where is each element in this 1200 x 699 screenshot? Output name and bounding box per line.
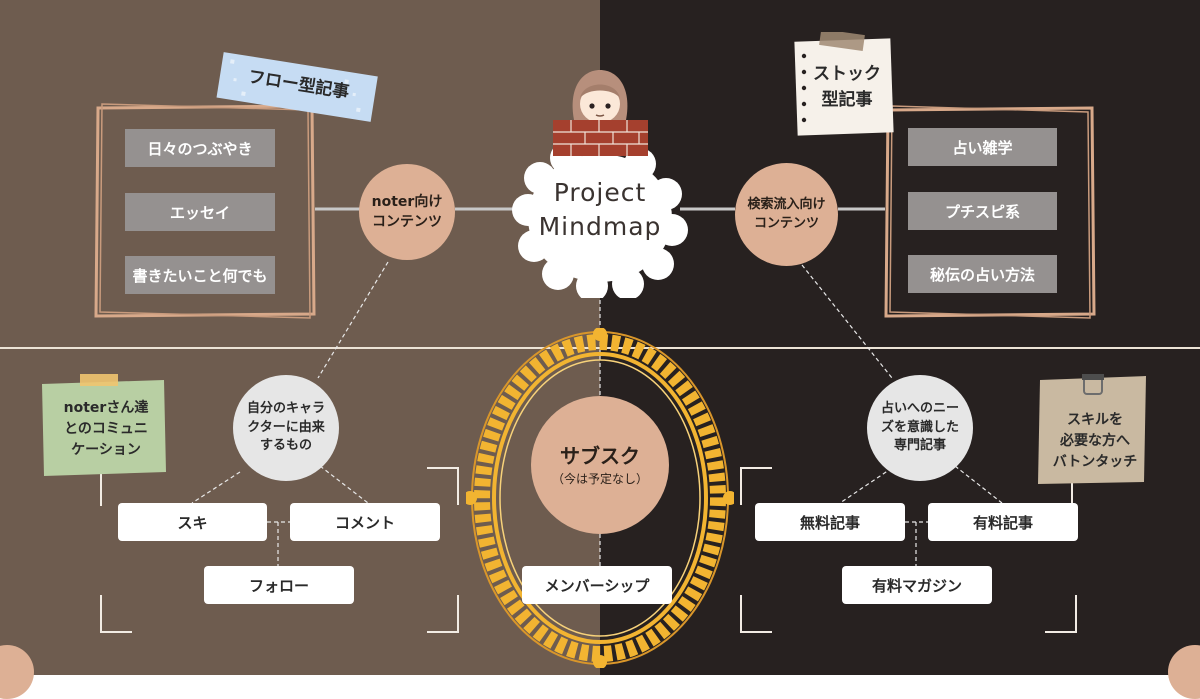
stock-item-trivia: 占い雑学 xyxy=(908,128,1057,166)
item-comment: コメント xyxy=(290,503,440,541)
right-sketch-frame xyxy=(884,105,1096,319)
stock-label-line1: ストック xyxy=(813,64,881,84)
fortune-hub-line1: 占いへのニー xyxy=(880,400,959,416)
stock-item-secret: 秘伝の占い方法 xyxy=(908,255,1057,293)
right-background xyxy=(600,0,1200,675)
fortune-hub-line3: 専門記事 xyxy=(893,438,946,454)
skill-baton-line2: 必要な方へ xyxy=(1059,432,1130,449)
skill-baton-line1: スキルを xyxy=(1066,411,1123,428)
noter-community-text: noterさん達 とのコミュニ ケーション xyxy=(44,388,168,470)
gold-mirror-frame xyxy=(466,328,734,668)
noter-community-note xyxy=(42,374,166,476)
bracket-left-br xyxy=(427,595,459,633)
flow-item-anything: 書きたいこと何でも xyxy=(125,256,275,294)
bracket-right-tl xyxy=(740,467,772,505)
left-sketch-frame xyxy=(94,103,316,319)
bracket-left-tl xyxy=(100,470,103,506)
noter-community-line1: noterさん達 xyxy=(63,399,149,416)
skill-baton-line3: バトンタッチ xyxy=(1052,453,1138,470)
flow-item-tweets: 日々のつぶやき xyxy=(125,129,275,167)
center-title: Project Mindmap xyxy=(520,176,680,244)
bracket-left-tr xyxy=(427,467,459,505)
item-paid-magazine: 有料マガジン xyxy=(842,566,992,604)
skill-baton-note xyxy=(1038,374,1146,484)
brick-wall xyxy=(553,120,648,156)
character-hub: 自分のキャラ クターに由来 するもの xyxy=(233,375,339,481)
noter-hub-line1: noter向け xyxy=(371,193,443,210)
noter-community-line2: とのコミュニ xyxy=(64,420,148,437)
stock-label: ストック 型記事 xyxy=(802,62,892,113)
bracket-right-bl xyxy=(740,595,772,633)
subscription-title: サブスク xyxy=(559,443,640,468)
item-free-article: 無料記事 xyxy=(755,503,905,541)
bracket-right-br xyxy=(1045,595,1077,633)
character-hub-line1: 自分のキャラ xyxy=(246,400,325,416)
item-paid-article: 有料記事 xyxy=(928,503,1078,541)
bracket-left-bl xyxy=(100,595,132,633)
fortune-hub-line2: ズを意識した xyxy=(880,419,959,435)
search-hub: 検索流入向け コンテンツ xyxy=(735,163,838,266)
subscription-subtitle: （今は予定なし） xyxy=(551,471,648,486)
noter-hub-line2: コンテンツ xyxy=(372,214,442,230)
item-membership: メンバーシップ xyxy=(522,566,672,604)
character-hub-line2: クターに由来 xyxy=(247,419,325,435)
skill-baton-text: スキルを 必要な方へ バトンタッチ xyxy=(1040,400,1150,482)
search-hub-line1: 検索流入向け xyxy=(747,196,826,212)
flow-item-essay: エッセイ xyxy=(125,193,275,231)
search-hub-line2: コンテンツ xyxy=(753,215,819,231)
item-suki: スキ xyxy=(118,503,267,541)
noter-hub: noter向け コンテンツ xyxy=(359,164,455,260)
stock-item-spiritual: プチスピ系 xyxy=(908,192,1057,230)
center-scallop-badge xyxy=(512,140,688,298)
fortune-hub: 占いへのニー ズを意識した 専門記事 xyxy=(867,375,973,481)
center-title-line1: Project xyxy=(553,178,647,207)
stock-label-paper xyxy=(794,32,894,136)
item-follow: フォロー xyxy=(204,566,354,604)
bracket-right-tr xyxy=(1070,470,1073,506)
subscription-hub: サブスク （今は予定なし） xyxy=(531,396,669,534)
connector-lines xyxy=(191,207,1003,568)
stock-label-line2: 型記事 xyxy=(821,89,873,110)
noter-community-line3: ケーション xyxy=(71,441,141,458)
center-title-line2: Mindmap xyxy=(538,211,662,241)
flow-label-tape xyxy=(216,52,378,122)
character-hub-line3: するもの xyxy=(259,438,312,454)
